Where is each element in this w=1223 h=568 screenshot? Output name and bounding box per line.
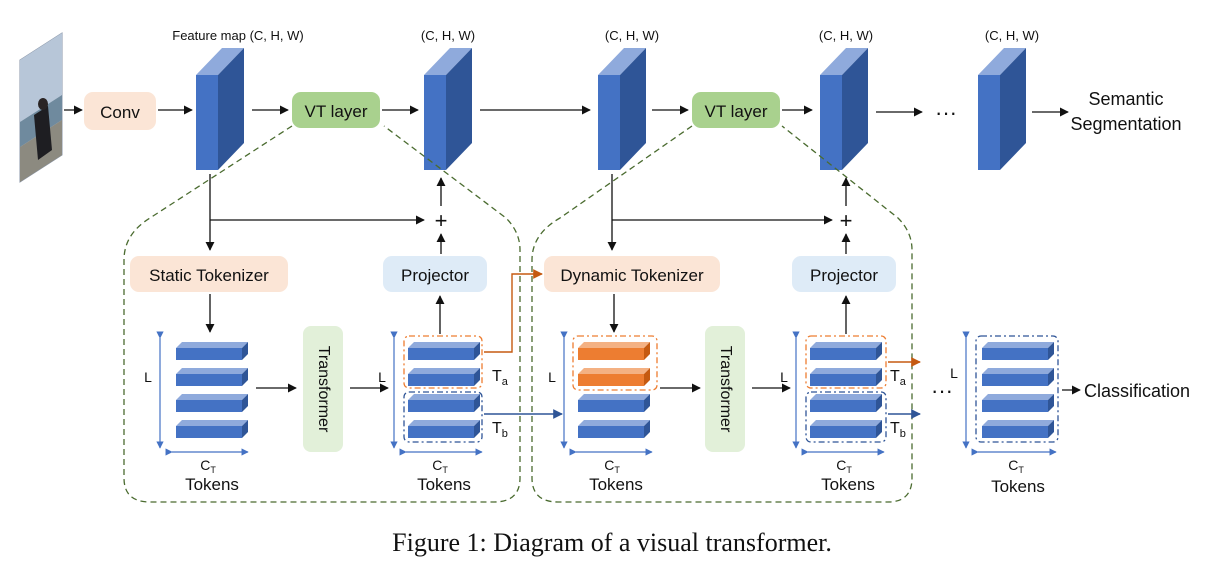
dim-L: L	[780, 369, 788, 385]
token-stack	[390, 331, 483, 456]
dim-CT: CT	[432, 457, 448, 475]
token-stack	[792, 331, 887, 456]
dim-CT: CT	[836, 457, 852, 475]
dim-L: L	[950, 365, 958, 381]
feature-map-block	[598, 48, 646, 170]
vt-layer-box-1	[292, 92, 380, 128]
token-Ta-label: Ta	[492, 368, 509, 388]
tokens-label: Tokens	[417, 475, 471, 494]
static-tokenizer-box	[130, 256, 288, 292]
projector-label-2: Projector	[810, 266, 878, 285]
plus-sign-2: +	[840, 208, 853, 233]
dynamic-tokenizer-label: Dynamic Tokenizer	[560, 266, 704, 285]
vt-detail-outline-1	[123, 125, 521, 503]
tokens-label: Tokens	[185, 475, 239, 494]
dim-CT: CT	[1008, 457, 1024, 475]
output-cls: Classification	[1084, 381, 1190, 401]
vt-layer-box-2	[692, 92, 780, 128]
projector-label-1: Projector	[401, 266, 469, 285]
transformer-box-2	[705, 326, 745, 452]
token-Ta-label: Ta	[890, 368, 907, 388]
chw-label: (C, H, W)	[985, 28, 1039, 43]
ta-to-dynamic-tokenizer-arrow	[484, 269, 543, 353]
transformer-box-1	[303, 326, 343, 452]
feature-map-block	[820, 48, 868, 170]
feature-map-block	[196, 48, 244, 170]
dim-CT: CT	[200, 457, 216, 475]
plus-sign-1: +	[435, 208, 448, 233]
dim-L: L	[144, 369, 152, 385]
output-seg-line2: Segmentation	[1070, 114, 1181, 134]
feature-map-block	[978, 48, 1026, 170]
static-tokenizer-label: Static Tokenizer	[149, 266, 269, 285]
conv-box	[84, 92, 156, 130]
projector-box-1	[383, 256, 487, 292]
token-Tb-label: Tb	[890, 420, 906, 440]
ellipsis: ···	[931, 378, 953, 403]
tokens-label: Tokens	[589, 475, 643, 494]
chw-label: (C, H, W)	[421, 28, 475, 43]
projector-box-2	[792, 256, 896, 292]
figure-caption: Figure 1: Diagram of a visual transforme…	[392, 528, 832, 557]
dim-L: L	[548, 369, 556, 385]
conv-label: Conv	[100, 103, 140, 122]
feature-map-block	[424, 48, 472, 170]
token-stack	[156, 331, 249, 456]
tokens-label: Tokens	[821, 475, 875, 494]
tokens-label: Tokens	[991, 477, 1045, 496]
dim-CT: CT	[604, 457, 620, 475]
vt-layer-label-1: VT layer	[305, 102, 368, 121]
transformer-label-1: Transformer	[315, 346, 332, 433]
token-stack	[962, 331, 1059, 456]
feature-map-label: Feature map (C, H, W)	[172, 28, 303, 43]
ellipsis: ···	[935, 100, 957, 125]
token-Tb-label: Tb	[492, 420, 508, 440]
chw-label: (C, H, W)	[819, 28, 873, 43]
input-image	[19, 32, 63, 183]
dynamic-tokenizer-box	[544, 256, 720, 292]
token-stack	[560, 331, 658, 456]
transformer-label-2: Transformer	[717, 346, 734, 433]
vt-layer-label-2: VT layer	[705, 102, 768, 121]
dim-L: L	[378, 369, 386, 385]
chw-label: (C, H, W)	[605, 28, 659, 43]
output-seg-line1: Semantic	[1088, 89, 1163, 109]
